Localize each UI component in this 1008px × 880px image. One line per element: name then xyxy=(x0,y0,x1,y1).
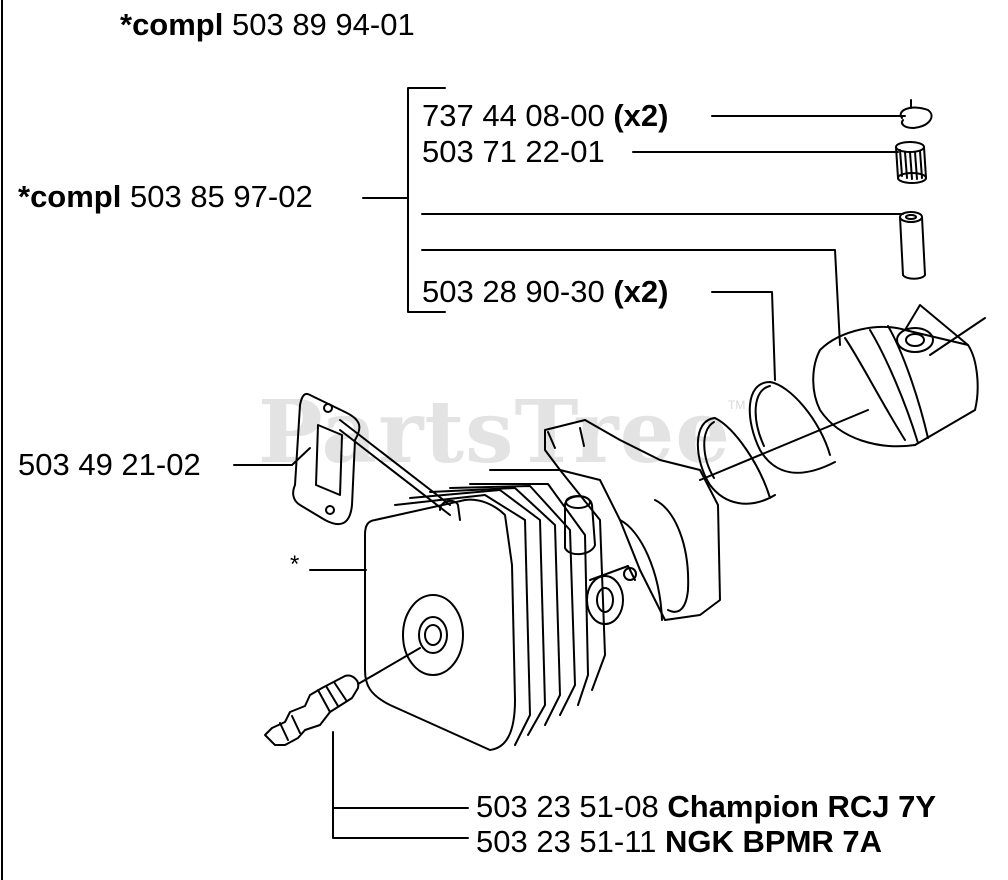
label-gasket-number: 503 49 21-02 xyxy=(18,447,201,482)
cylinder-part xyxy=(364,419,721,751)
piston-rings-part xyxy=(696,381,869,505)
label-rings-number: 503 28 90-30 xyxy=(422,274,605,309)
label-champion-number: 503 23 51-08 xyxy=(476,789,659,824)
label-gasket: 503 49 21-02 xyxy=(18,448,201,482)
spark-plug-part xyxy=(264,647,421,746)
label-complete-piston-kit: *compl 503 85 97-02 xyxy=(18,180,313,214)
label-circlip-qty: (x2) xyxy=(613,98,669,133)
label-complete-cylinder-kit: *compl 503 89 94-01 xyxy=(120,8,415,42)
label-compl-piston-number: 503 85 97-02 xyxy=(129,179,313,214)
label-compl-prefix: *compl xyxy=(120,7,224,42)
piston-part xyxy=(812,304,986,448)
piston-pin-part xyxy=(899,211,926,280)
watermark-trademark: TM xyxy=(728,398,746,412)
needle-bearing-part xyxy=(895,141,927,184)
label-piston-rings: 503 28 90-30 (x2) xyxy=(422,275,668,309)
label-needle-bearing: 503 71 22-01 xyxy=(422,135,605,169)
label-ngk-number: 503 23 51-11 xyxy=(476,824,657,859)
label-compl-piston-prefix: *compl xyxy=(18,179,122,214)
label-spark-plug-champion: 503 23 51-08 Champion RCJ 7Y xyxy=(476,790,936,824)
label-circlip-number: 737 44 08-00 xyxy=(422,98,605,133)
label-circlip: 737 44 08-00 (x2) xyxy=(422,99,668,133)
label-cylinder-marker: * xyxy=(290,551,300,578)
piston-kit-bracket xyxy=(362,87,446,313)
label-champion-name: Champion RCJ 7Y xyxy=(667,789,937,824)
label-rings-qty: (x2) xyxy=(613,274,669,309)
gasket-part xyxy=(292,392,451,526)
label-bearing-number: 503 71 22-01 xyxy=(422,134,605,169)
label-compl-number: 503 89 94-01 xyxy=(231,7,415,42)
leader-lines xyxy=(233,115,906,839)
label-spark-plug-ngk: 503 23 51-11 NGK BPMR 7A xyxy=(476,825,882,859)
circlip-part xyxy=(899,99,933,129)
label-ngk-name: NGK BPMR 7A xyxy=(665,824,883,859)
